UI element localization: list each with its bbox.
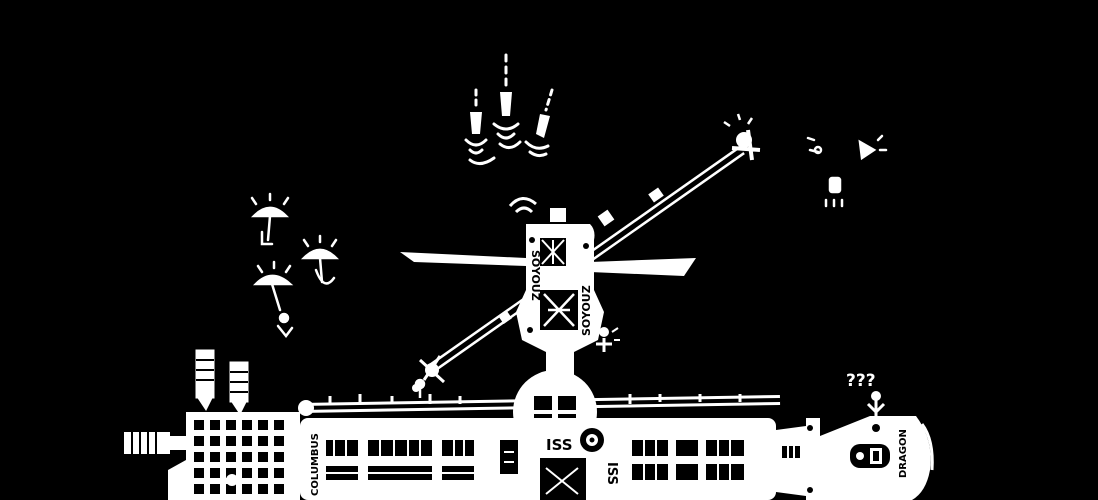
main-module: COLUMBUS ISS ISS <box>300 418 776 500</box>
soyouz-module: SOYOUZ SOYOUZ <box>400 197 696 388</box>
question-marks: ??? <box>846 371 876 391</box>
columbus-label: COLUMBUS <box>310 433 321 496</box>
left-cargo-lattice <box>124 412 300 500</box>
iss-center-label: ISS <box>546 436 573 454</box>
soyouz-right-label: SOYOUZ <box>580 285 593 336</box>
radiator-towers <box>195 349 249 415</box>
satellite-icon <box>806 134 888 208</box>
parachute-icon <box>250 192 340 339</box>
iss-vertical-label: ISS <box>604 462 619 485</box>
docking-connector <box>776 418 820 500</box>
soyouz-left-label: SOYOUZ <box>529 250 542 301</box>
dragon-capsule: DRAGON ??? <box>820 371 934 500</box>
astronaut-icon <box>414 378 426 398</box>
dragon-label: DRAGON <box>898 429 909 478</box>
falling-signal-icon <box>464 53 554 165</box>
